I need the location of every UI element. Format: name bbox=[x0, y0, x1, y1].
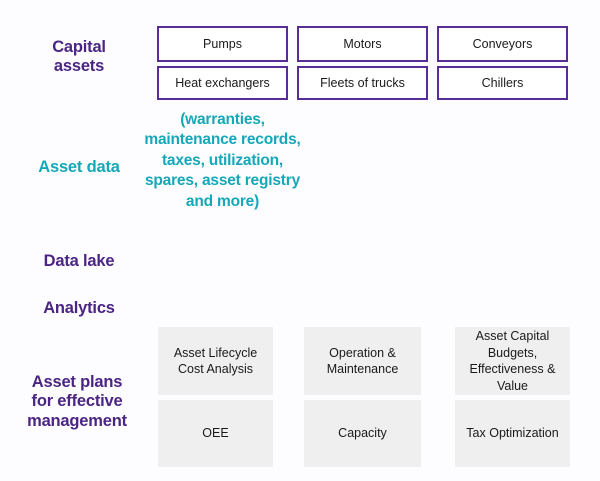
row-label-asset-plans: Asset plans for effective management bbox=[2, 373, 152, 431]
row-label-analytics: Analytics bbox=[43, 299, 115, 317]
row-label-asset-plans-line3: management bbox=[27, 411, 127, 430]
row-label-data-lake: Data lake bbox=[43, 252, 115, 270]
row-label-capital-assets-line2: assets bbox=[53, 57, 105, 76]
asset-box-conveyors[interactable]: Conveyors bbox=[437, 26, 568, 62]
plan-box-asset-lifecycle-cost-analysis[interactable]: Asset Lifecycle Cost Analysis bbox=[158, 327, 273, 395]
plan-box-capacity[interactable]: Capacity bbox=[304, 400, 421, 467]
row-label-capital-assets: Capital assets bbox=[8, 38, 150, 77]
asset-box-heat-exchangers[interactable]: Heat exchangers bbox=[157, 66, 288, 100]
plan-box-tax-optimization[interactable]: Tax Optimization bbox=[455, 400, 570, 467]
plan-box-oee[interactable]: OEE bbox=[158, 400, 273, 467]
asset-box-motors[interactable]: Motors bbox=[297, 26, 428, 62]
asset-box-pumps[interactable]: Pumps bbox=[157, 26, 288, 62]
row-label-asset-plans-line2: for effective bbox=[31, 392, 123, 411]
plan-box-operation-and-maintenance[interactable]: Operation & Maintenance bbox=[304, 327, 421, 395]
asset-box-chillers[interactable]: Chillers bbox=[437, 66, 568, 100]
row-label-capital-assets-line1: Capital bbox=[52, 38, 106, 56]
row-label-asset-plans-line1: Asset plans bbox=[31, 373, 123, 391]
row-label-asset-data: Asset data bbox=[38, 158, 120, 176]
asset-box-fleets-of-trucks[interactable]: Fleets of trucks bbox=[297, 66, 428, 100]
plan-box-asset-capital-budgets[interactable]: Asset Capital Budgets, Effectiveness & V… bbox=[455, 327, 570, 395]
asset-data-detail-text: (warranties, maintenance records, taxes,… bbox=[144, 111, 301, 210]
